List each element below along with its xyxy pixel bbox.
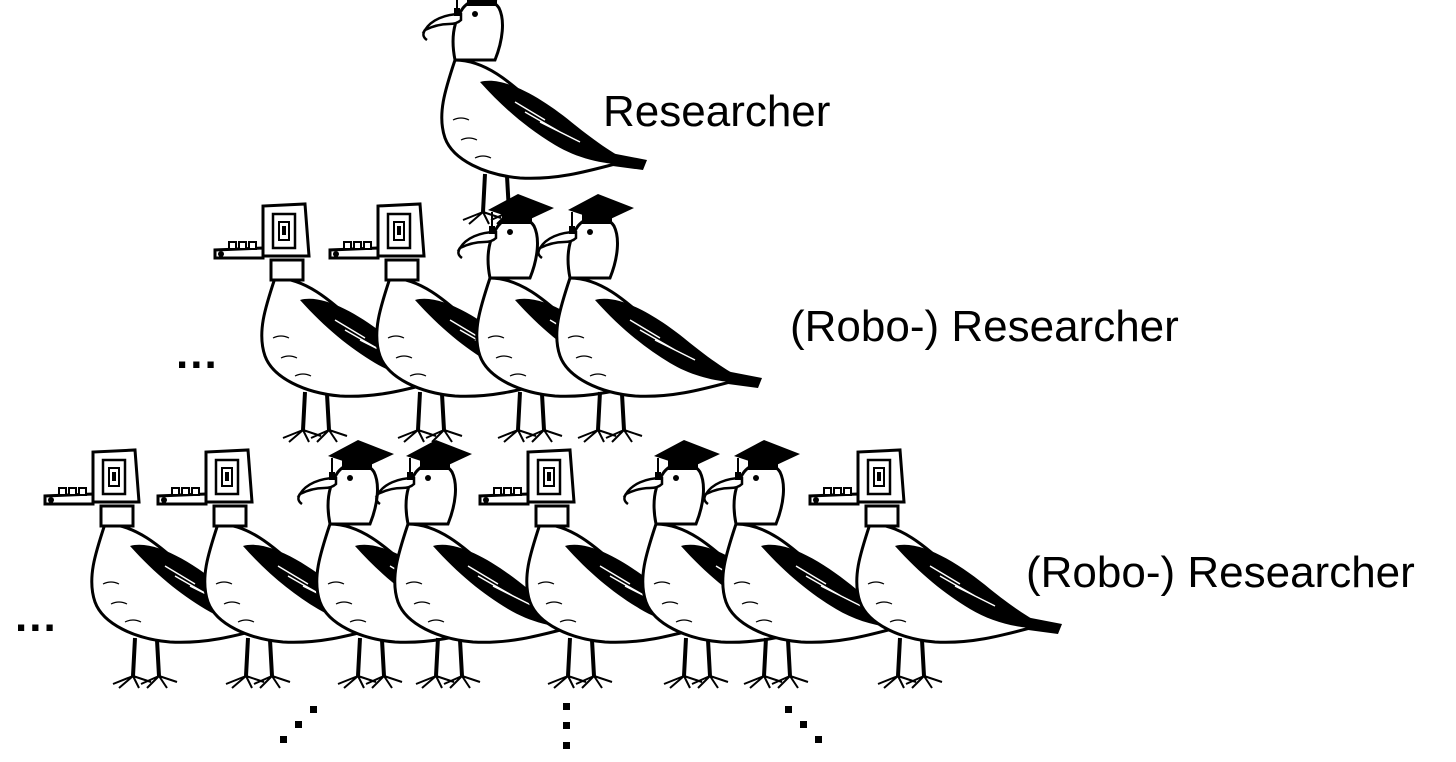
dot (815, 736, 822, 743)
dot (563, 722, 570, 729)
tier-label-middle: (Robo-) Researcher (790, 302, 1179, 351)
row-bottom (45, 440, 1062, 688)
continuation-dots (280, 703, 822, 749)
tier-label-top: Researcher (603, 87, 831, 136)
dot (800, 721, 807, 728)
dot (563, 742, 570, 749)
dot (563, 703, 570, 710)
dot (280, 736, 287, 743)
robot-albatross-icon (810, 450, 1062, 688)
ellipsis-bottom-row: ... (15, 592, 58, 641)
tier-label-bottom: (Robo-) Researcher (1026, 548, 1415, 597)
graduate-albatross-icon (538, 194, 762, 442)
ellipsis-middle-row: ... (176, 329, 219, 378)
dot (785, 706, 792, 713)
row-middle (215, 194, 762, 442)
dot (310, 706, 317, 713)
dot (295, 721, 302, 728)
